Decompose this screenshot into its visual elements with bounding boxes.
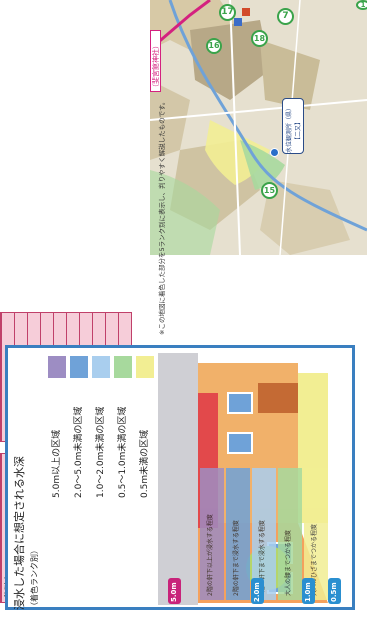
- river-line: [168, 0, 367, 232]
- legend-swatch: [70, 356, 88, 378]
- legend-title: 浸水した場合に想定される水深: [13, 456, 26, 610]
- water-gauge-icon[interactable]: [270, 148, 279, 157]
- legend-item-label: 5.0m以上の区域: [52, 429, 62, 498]
- depth-band-label: 大人の腰までつかる程度: [285, 529, 292, 596]
- terrain-patch: [260, 40, 320, 110]
- gauge-station-label-2: 【二又】: [295, 118, 302, 143]
- depth-tag: 0.5m: [328, 578, 341, 604]
- shelter-marker-18[interactable]: 18: [251, 30, 268, 47]
- legend-swatch: [136, 356, 154, 378]
- building-icon: [234, 18, 242, 26]
- terrain-patch: [260, 180, 350, 255]
- terrain-patch: [150, 80, 190, 160]
- depth-band: 2階の軒下以上が浸水する程度: [200, 468, 224, 600]
- depth-tag: 1.0m: [302, 578, 315, 604]
- gauge-station-label-1: 水位観測所（県）: [286, 104, 293, 153]
- gauge-station-label-box: 水位観測所（県） 【二又】: [282, 98, 304, 154]
- map-note: ※この地図に着色した部分を5ランク別に表示し、判りやすく解説したものです。: [158, 98, 166, 335]
- legend-item-label: 1.0～2.0m未満の区域: [96, 406, 106, 498]
- depth-tag: 5.0m: [168, 578, 181, 604]
- shelter-marker-15[interactable]: 15: [261, 182, 278, 199]
- depth-band: 大人の腰までつかる程度: [278, 468, 302, 600]
- flood-hazard-map[interactable]: 17 16 18 7 15 1 （斐宮館神社） 水位観測所（県） 【二又】: [150, 0, 367, 255]
- shrine-label: （斐宮館神社）: [152, 42, 160, 91]
- legend-swatch: [48, 356, 66, 378]
- shelter-marker-16[interactable]: 16: [206, 38, 222, 54]
- shelter-marker-7[interactable]: 7: [277, 8, 294, 25]
- shrine-label-box: （斐宮館神社）: [150, 30, 161, 92]
- depth-band-label: 2階の軒下以上が浸水する程度: [207, 514, 214, 596]
- legend-subtitle: （着色ランク別）: [30, 546, 39, 610]
- depth-tag-label: 5.0m: [170, 582, 178, 602]
- depth-tag-label: 2.0m: [253, 582, 261, 602]
- evacuation-route: [154, 0, 211, 47]
- legend-swatch: [114, 356, 132, 378]
- legend-swatch: [92, 356, 110, 378]
- depth-band-label: 2階の軒下まで浸水する程度: [233, 520, 240, 596]
- flood-depth-legend: 浸水した場合に想定される水深 （着色ランク別） 5.0m以上の区域 2.0～5.0…: [5, 345, 355, 610]
- shelter-marker-17[interactable]: 17: [219, 4, 236, 21]
- flood-area: [150, 170, 220, 255]
- building-icon: [242, 8, 250, 16]
- legend-item-label: 2.0～5.0m未満の区域: [74, 406, 84, 498]
- depth-band: 2階の軒下まで浸水する程度: [226, 468, 250, 600]
- shelter-marker-1[interactable]: 1: [356, 0, 367, 10]
- depth-tag-label: 0.5m: [330, 582, 338, 602]
- legend-item-label: 0.5m未満の区域: [140, 429, 150, 498]
- legend-item-label: 0.5～1.0m未満の区域: [118, 406, 128, 498]
- depth-tag-label: 1.0m: [304, 582, 312, 602]
- depth-tag: 2.0m: [251, 578, 264, 604]
